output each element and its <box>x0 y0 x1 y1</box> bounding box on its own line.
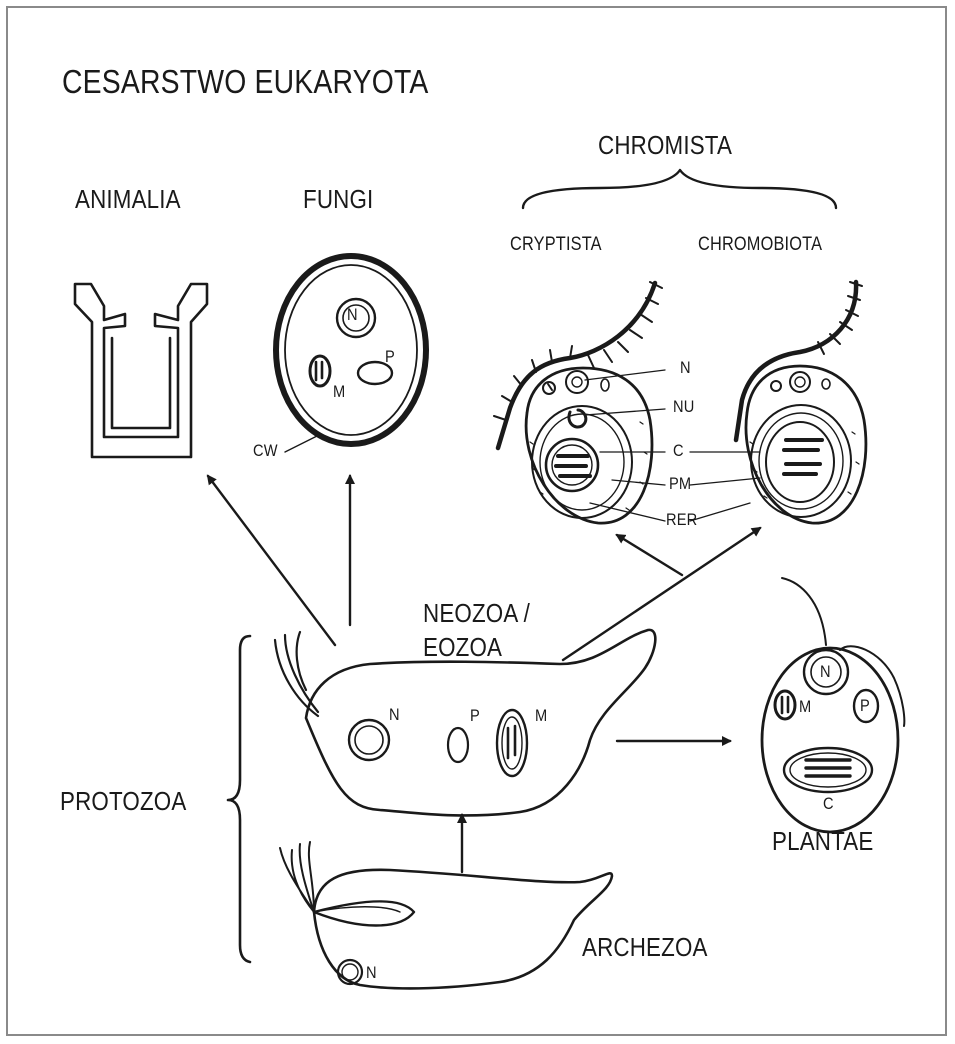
plantae-label-p: P <box>860 696 870 716</box>
protozoa-bracket <box>228 636 250 962</box>
plantae-label-c: C <box>823 794 834 814</box>
evolution-arrows <box>208 476 760 872</box>
fungi-cell <box>276 256 426 452</box>
fungi-label-p: P <box>385 347 395 367</box>
cryptista-cell <box>494 282 662 523</box>
fungi-label-m: M <box>333 382 345 402</box>
archezoa-cell <box>280 842 612 988</box>
fungi-label-cw: CW <box>253 441 278 461</box>
label-c-chloroplast: C <box>673 441 684 461</box>
plantae-label: PLANTAE <box>772 826 873 857</box>
label-n-nucleus: N <box>680 358 691 378</box>
label-nu-nucleomorph: NU <box>673 397 694 417</box>
protozoa-label: PROTOZOA <box>60 786 186 817</box>
chromobiota-label: CHROMOBIOTA <box>698 234 822 256</box>
neozoa-label-line2: EOZOA <box>423 632 502 663</box>
plantae-label-n: N <box>820 662 831 682</box>
neozoa-label-n: N <box>389 705 400 725</box>
chromobiota-cell <box>736 282 866 523</box>
label-pm-periplastid-membrane: PM <box>669 474 691 494</box>
cryptista-label: CRYPTISTA <box>510 234 602 256</box>
animalia-cell <box>75 284 207 457</box>
chromista-brace <box>523 170 836 208</box>
neozoa-label-m: M <box>535 706 547 726</box>
fungi-label: FUNGI <box>303 184 373 215</box>
neozoa-label-p: P <box>470 706 480 726</box>
fungi-label-n: N <box>347 305 358 325</box>
archezoa-label-n: N <box>366 963 377 983</box>
neozoa-label-line1: NEOZOA / <box>423 598 530 629</box>
plantae-label-m: M <box>799 697 811 717</box>
page-title: CESARSTWO EUKARYOTA <box>62 63 428 101</box>
animalia-label: ANIMALIA <box>75 184 181 215</box>
chromista-label: CHROMISTA <box>598 130 732 161</box>
label-rer: RER <box>666 510 697 530</box>
archezoa-label: ARCHEZOA <box>582 932 708 963</box>
